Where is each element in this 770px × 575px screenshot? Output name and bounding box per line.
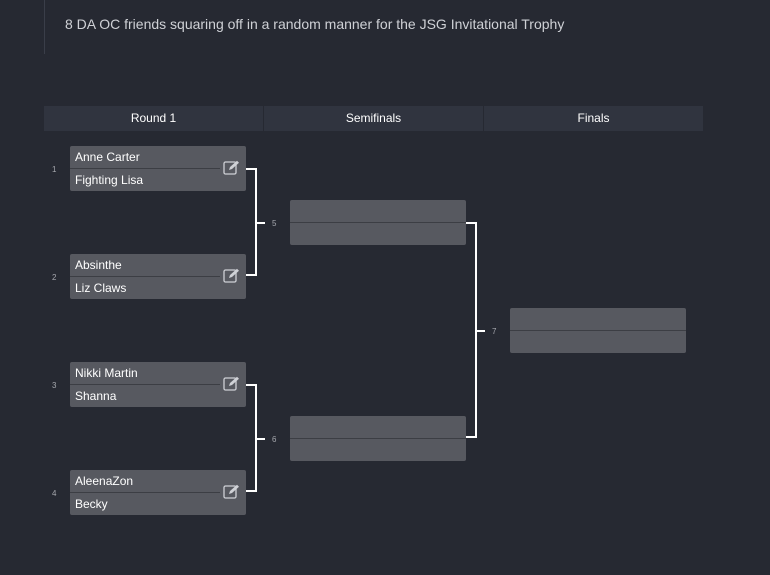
match-number: 7 [492,327,497,336]
match-2-player-bottom[interactable]: Liz Claws [75,281,127,295]
match-6[interactable] [290,416,466,461]
round-header-round-1: Round 1 [44,106,264,131]
match-6-player-bottom[interactable] [290,439,440,461]
edit-icon[interactable] [223,376,240,391]
match-1-player-top[interactable]: Anne Carter [75,150,140,164]
match-7-player-bottom[interactable] [510,331,660,353]
bracket-connector [246,384,257,492]
bracket-connector-stub [477,330,485,332]
match-4-player-top[interactable]: AleenaZon [75,474,134,488]
match-5-player-top[interactable] [290,200,440,222]
match-7[interactable] [510,308,686,353]
match-1-player-bottom[interactable]: Fighting Lisa [75,173,144,187]
match-2-player-top[interactable]: Absinthe [75,258,122,272]
match-divider [70,168,220,169]
match-4[interactable]: AleenaZon Becky [70,470,246,515]
tournament-description: 8 DA OC friends squaring off in a random… [65,16,565,32]
match-divider [290,222,466,223]
round-header: Round 1 Semifinals Finals [44,106,703,131]
description-divider [44,0,45,54]
match-3[interactable]: Nikki Martin Shanna [70,362,246,407]
match-1[interactable]: Anne Carter Fighting Lisa [70,146,246,191]
match-divider [70,276,220,277]
match-6-player-top[interactable] [290,416,440,438]
bracket-connector [466,222,477,438]
match-divider [510,330,686,331]
round-header-semifinals: Semifinals [264,106,484,131]
match-7-player-top[interactable] [510,308,660,330]
bracket-connector-stub [257,438,265,440]
match-number: 4 [52,489,57,498]
match-5[interactable] [290,200,466,245]
match-divider [290,438,466,439]
edit-icon[interactable] [223,160,240,175]
edit-icon[interactable] [223,484,240,499]
match-5-player-bottom[interactable] [290,223,440,245]
match-2[interactable]: Absinthe Liz Claws [70,254,246,299]
round-header-finals: Finals [577,111,610,125]
bracket-connector-stub [257,222,265,224]
match-number: 6 [272,435,277,444]
match-divider [70,384,220,385]
match-divider [70,492,220,493]
bracket-connector [246,168,257,276]
match-3-player-bottom[interactable]: Shanna [75,389,117,403]
match-number: 2 [52,273,57,282]
match-number: 5 [272,219,277,228]
match-4-player-bottom[interactable]: Becky [75,497,108,511]
match-3-player-top[interactable]: Nikki Martin [75,366,138,380]
edit-icon[interactable] [223,268,240,283]
match-number: 3 [52,381,57,390]
match-number: 1 [52,165,57,174]
